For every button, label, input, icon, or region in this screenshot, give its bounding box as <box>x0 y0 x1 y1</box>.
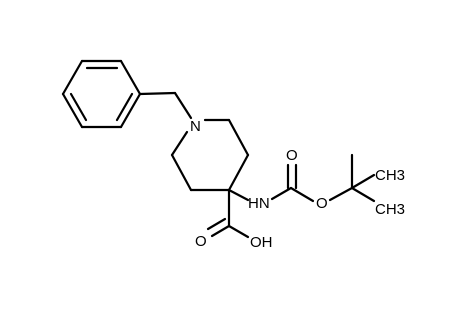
atom-label-ch3-lower: CH3 <box>375 201 405 218</box>
atom-label-o-ester: O <box>316 195 328 212</box>
bond <box>170 153 193 192</box>
bond <box>115 92 134 122</box>
bond <box>173 91 193 120</box>
piperidine-ring <box>170 118 250 192</box>
bond <box>270 186 293 201</box>
atom-label-o-carbonyl-acid: O <box>195 233 207 250</box>
atom-label-ch3-upper: CH3 <box>375 167 405 184</box>
atom-label-o-carbonyl-boc: O <box>286 147 298 164</box>
bond <box>138 91 177 96</box>
atom-label-nh: HN <box>248 195 270 212</box>
atom-label-n-ring: N <box>190 118 201 135</box>
benzene-ring <box>61 59 142 129</box>
bond <box>206 217 227 231</box>
bond <box>227 153 250 192</box>
bond <box>119 92 142 129</box>
bond <box>69 92 88 122</box>
bond <box>350 173 376 190</box>
bond <box>170 130 189 157</box>
bond <box>210 224 231 238</box>
bond <box>61 92 84 129</box>
bond <box>119 59 142 96</box>
bond <box>350 186 376 203</box>
bond <box>289 186 315 203</box>
bond <box>61 59 84 96</box>
bond <box>328 186 354 202</box>
bond <box>227 224 250 239</box>
bond <box>227 188 250 202</box>
atom-label-oh: OH <box>250 234 273 251</box>
bond <box>227 118 250 157</box>
